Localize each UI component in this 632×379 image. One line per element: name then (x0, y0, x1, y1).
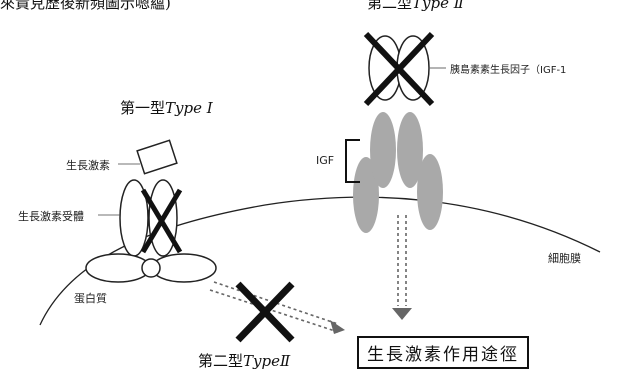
header-caption: 來貴見歷後新頻圖示嗯蘊) (0, 0, 171, 12)
type1-title: 第一型Type Ⅰ (120, 97, 213, 118)
protein-oval-right (151, 253, 217, 283)
type1-title-cn: 第一型 (120, 99, 166, 117)
blocked-pathway-arrow (209, 281, 345, 334)
gray-oval-4 (417, 154, 443, 230)
label-gh-receptor: 生長激素受體 (18, 210, 84, 223)
label-protein: 蛋白質 (74, 292, 107, 305)
receptor-block-cross (140, 188, 183, 254)
pathway-block-cross (235, 281, 295, 343)
result-box: 生長激素作用途徑 (357, 336, 529, 369)
protein-oval-left (85, 253, 151, 283)
type1-title-en: Type Ⅰ (165, 99, 213, 117)
type2-top-title-en: Type Ⅱ (412, 0, 464, 12)
growth-hormone-shape (136, 139, 178, 175)
gray-oval-2 (370, 112, 396, 188)
label-growth-hormone: 生長激素 (66, 159, 110, 172)
igf-bracket (345, 139, 360, 183)
protein-small-circle (141, 258, 161, 278)
igf-block-cross (363, 31, 435, 107)
label-igf-binding: 胰島素素生長因子（IGF-1 (450, 65, 567, 76)
label-cell-membrane: 細胞膜 (548, 252, 581, 265)
gray-oval-1 (353, 157, 379, 233)
gray-oval-3 (397, 112, 423, 188)
type2-bottom-title: 第二型TypeⅡ (198, 350, 290, 371)
pathway-arrow-down (392, 215, 412, 320)
type2-top-title-cn: 第二型 (367, 0, 413, 12)
label-igf: IGF (316, 154, 335, 167)
type2-top-title: 第二型Type Ⅱ (367, 0, 464, 13)
type2-bottom-title-cn: 第二型 (198, 352, 244, 370)
type2-bottom-title-en: TypeⅡ (243, 352, 291, 370)
